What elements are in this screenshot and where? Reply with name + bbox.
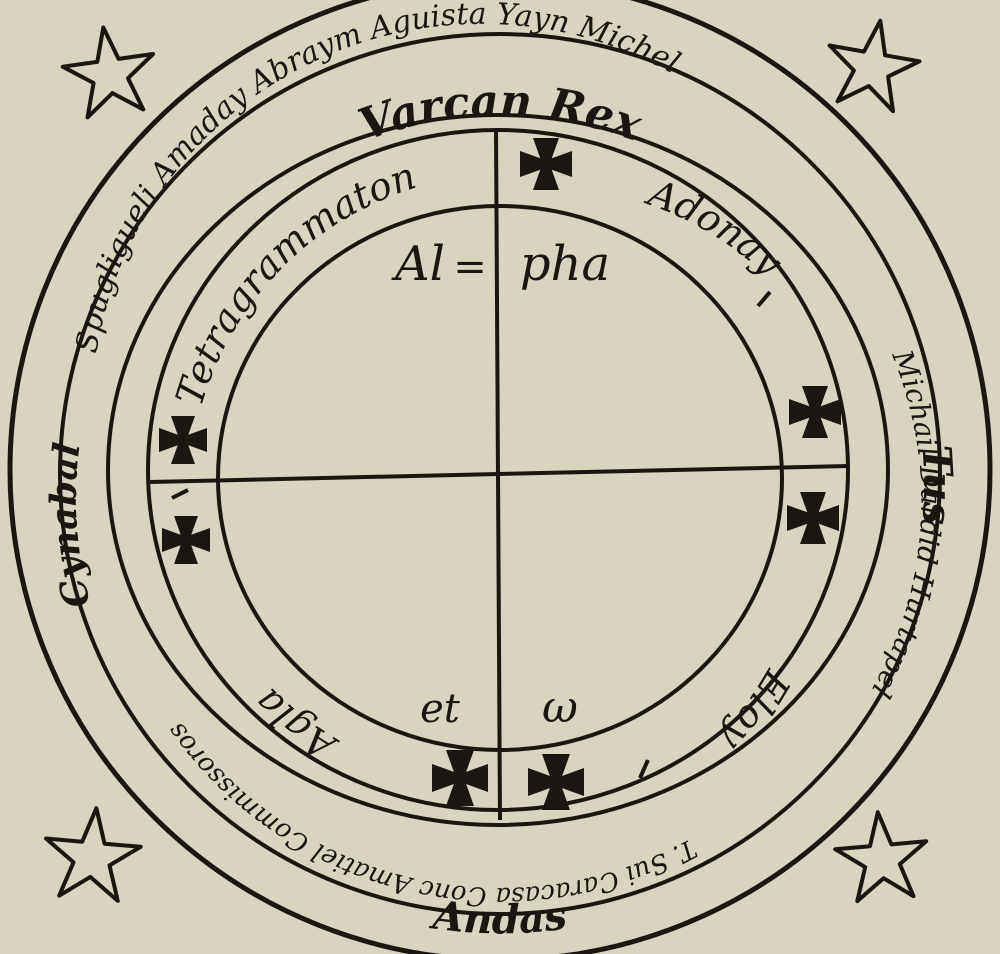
cross-pattee-icon <box>787 492 839 544</box>
cross-group <box>159 138 841 810</box>
inner-top-right-text: Adonay <box>640 170 792 285</box>
cross-pattee-icon <box>162 516 210 564</box>
cross-pattee-icon <box>528 754 584 810</box>
quadrant-equals-mark: = <box>453 244 487 290</box>
star-icon <box>827 18 922 114</box>
outer-circle <box>7 0 993 954</box>
outer-left-text: Cynabal <box>43 440 99 612</box>
middle-bottom-text: T. Sui Caracasa Conc Amatiel Commissoros <box>162 717 702 911</box>
outer-right-text: Tus <box>912 444 961 526</box>
cross-pattee-icon <box>789 386 841 438</box>
star-icon <box>44 806 143 903</box>
slash-mark <box>171 488 189 500</box>
star-icon <box>833 810 929 904</box>
quadrant-top-left-text: Al <box>391 236 445 292</box>
horizontal-divider <box>149 464 849 484</box>
cross-pattee-icon <box>159 416 207 464</box>
slash-mark <box>756 290 772 308</box>
slash-mark <box>638 759 650 779</box>
quadrant-bottom-right-text: ω <box>542 682 578 733</box>
quadrant-top-right-text: pha <box>520 236 610 292</box>
middle-circle <box>106 113 890 827</box>
outer-bottom-text: Andas <box>427 891 570 943</box>
star-icon <box>60 25 156 120</box>
band-circle <box>58 32 942 916</box>
cross-pattee-icon <box>432 750 488 806</box>
cross-pattee-icon <box>520 138 572 190</box>
outer-top-text: Varcan Rex <box>352 75 648 151</box>
quadrant-bottom-left-text: et <box>420 686 461 732</box>
star-group <box>44 18 929 904</box>
